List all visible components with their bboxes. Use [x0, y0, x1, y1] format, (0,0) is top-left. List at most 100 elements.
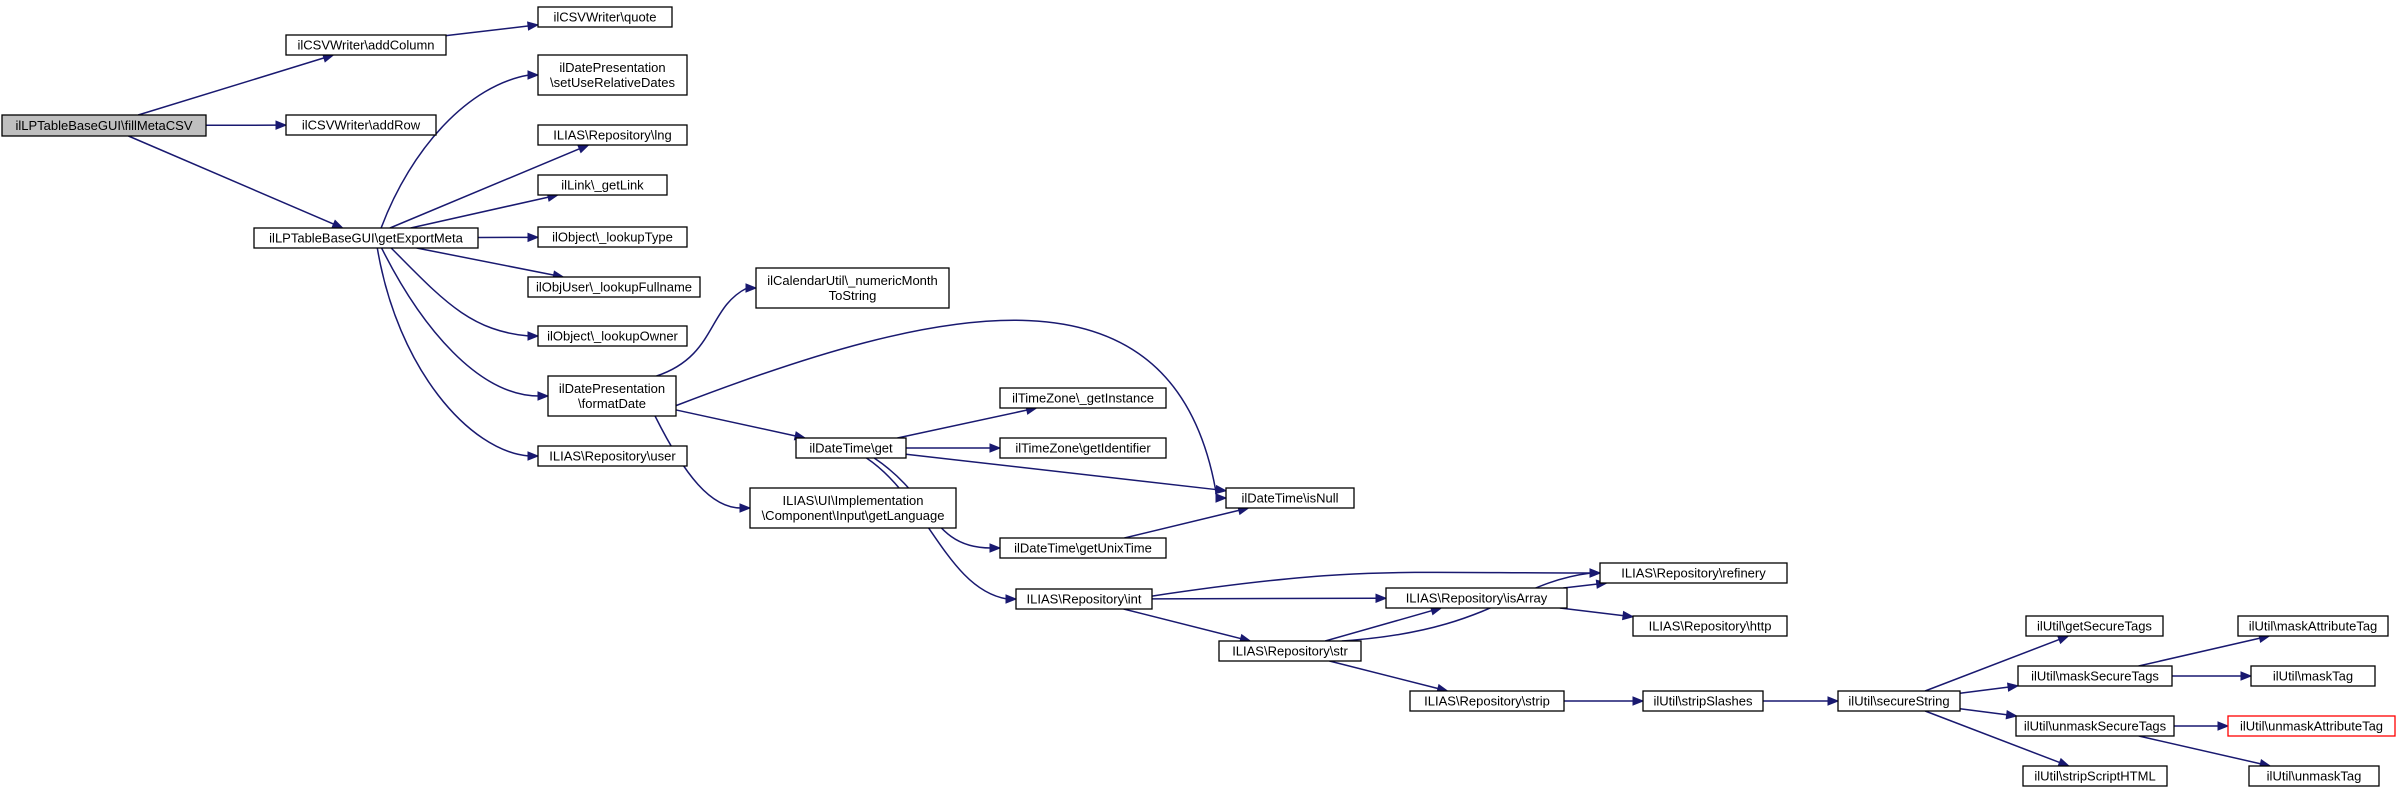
- node-box[interactable]: [1015, 588, 1153, 610]
- node-box[interactable]: [2248, 765, 2380, 787]
- node-tzGetInstance[interactable]: ilTimeZone\_getInstance: [999, 387, 1167, 409]
- node-box[interactable]: [537, 445, 688, 467]
- node-box[interactable]: [2025, 615, 2164, 637]
- node-http[interactable]: ILIAS\Repository\http: [1632, 615, 1788, 637]
- node-refinery[interactable]: ILIAS\Repository\refinery: [1599, 562, 1788, 584]
- node-box[interactable]: [2022, 765, 2168, 787]
- arrowhead-formatDate-to-isNull: [1215, 493, 1228, 503]
- arrowhead-getExportMeta-to-setUseRelativeDates: [527, 70, 540, 80]
- edge-formatDate-to-isNull: [675, 319, 1218, 499]
- node-box[interactable]: [537, 124, 688, 146]
- arrowhead-dtGet-to-getUnixTime: [989, 543, 1002, 553]
- node-stripSlashes[interactable]: ilUtil\stripSlashes: [1642, 690, 1764, 712]
- node-label: ilTimeZone\_getInstance: [1012, 391, 1154, 406]
- node-box[interactable]: [755, 267, 950, 309]
- node-label: ILIAS\Repository\user: [549, 449, 676, 464]
- node-user[interactable]: ILIAS\Repository\user: [537, 445, 688, 467]
- node-label: ILIAS\Repository\str: [1232, 644, 1348, 659]
- node-box[interactable]: [285, 114, 437, 136]
- node-secureString[interactable]: ilUtil\secureString: [1837, 690, 1961, 712]
- node-getSecureTags[interactable]: ilUtil\getSecureTags: [2025, 615, 2164, 637]
- node-formatDate[interactable]: ilDatePresentation\formatDate: [547, 375, 677, 417]
- node-box[interactable]: [537, 325, 688, 347]
- edge-getUnixTime-to-isNull: [1124, 509, 1241, 539]
- node-maskTag[interactable]: ilUtil\maskTag: [2250, 665, 2376, 687]
- node-box[interactable]: [999, 387, 1167, 409]
- edge-repoInt-to-repoStr: [1123, 608, 1242, 640]
- arrowhead-secureString-to-stripScriptHTML: [2057, 757, 2071, 767]
- node-box[interactable]: [285, 34, 447, 56]
- node-box[interactable]: [2237, 615, 2389, 637]
- edge-getExportMeta-to-formatDate: [380, 247, 540, 397]
- arrowhead-isArray-to-http: [1622, 610, 1635, 621]
- node-unmaskAttributeTag[interactable]: ilUtil\unmaskAttributeTag: [2227, 715, 2396, 737]
- node-repoStrip[interactable]: ILIAS\Repository\strip: [1409, 690, 1565, 712]
- node-box[interactable]: [537, 54, 688, 96]
- node-lookupType[interactable]: ilObject\_lookupType: [537, 226, 688, 248]
- node-box[interactable]: [527, 276, 701, 298]
- arrowhead-repoStrip-to-stripSlashes: [1632, 696, 1645, 706]
- node-box[interactable]: [1642, 690, 1764, 712]
- node-unmaskSecureTags[interactable]: ilUtil\unmaskSecureTags: [2015, 715, 2175, 737]
- arrowhead-dtGet-to-isNull: [1215, 484, 1228, 495]
- node-box[interactable]: [795, 437, 907, 459]
- node-label: ilDateTime\getUnixTime: [1014, 541, 1152, 556]
- edge-secureString-to-stripScriptHTML: [1924, 710, 2061, 764]
- node-tzGetIdentifier[interactable]: ilTimeZone\getIdentifier: [999, 437, 1167, 459]
- node-box[interactable]: [2227, 715, 2396, 737]
- node-box[interactable]: [547, 375, 677, 417]
- node-fillMetaCSV[interactable]: ilLPTableBaseGUI\fillMetaCSV: [1, 114, 207, 137]
- node-box[interactable]: [537, 226, 688, 248]
- node-box[interactable]: [1385, 587, 1568, 609]
- edge-getExportMeta-to-getLink: [410, 196, 550, 229]
- node-lng[interactable]: ILIAS\Repository\lng: [537, 124, 688, 146]
- node-repoStr[interactable]: ILIAS\Repository\str: [1218, 640, 1362, 662]
- arrowhead-fillMetaCSV-to-addRow: [275, 120, 288, 130]
- node-box[interactable]: [999, 537, 1167, 559]
- node-box[interactable]: [749, 487, 957, 529]
- node-setUseRelativeDates[interactable]: ilDatePresentation\setUseRelativeDates: [537, 54, 688, 96]
- node-label: ilUtil\stripSlashes: [1654, 694, 1753, 709]
- node-lookupOwner[interactable]: ilObject\_lookupOwner: [537, 325, 688, 347]
- edge-formatDate-to-getLanguage: [654, 415, 742, 509]
- node-label: ILIAS\Repository\isArray: [1406, 591, 1548, 606]
- node-box[interactable]: [1409, 690, 1565, 712]
- node-box[interactable]: [1, 114, 207, 137]
- edge-formatDate-to-numericMonthToString: [656, 287, 748, 377]
- node-getLanguage[interactable]: ILIAS\UI\Implementation\Component\Input\…: [749, 487, 957, 529]
- node-box[interactable]: [537, 174, 668, 196]
- node-box[interactable]: [1599, 562, 1788, 584]
- node-maskSecureTags[interactable]: ilUtil\maskSecureTags: [2017, 665, 2173, 687]
- edge-repoInt-to-isArray: [1151, 597, 1378, 600]
- node-label: ilCSVWriter\addColumn: [297, 38, 434, 53]
- node-dtGet[interactable]: ilDateTime\get: [795, 437, 907, 459]
- node-maskAttributeTag[interactable]: ilUtil\maskAttributeTag: [2237, 615, 2389, 637]
- node-box[interactable]: [999, 437, 1167, 459]
- arrowhead-maskSecureTags-to-maskTag: [2240, 671, 2253, 681]
- node-box[interactable]: [2017, 665, 2173, 687]
- node-box[interactable]: [1632, 615, 1788, 637]
- node-box[interactable]: [253, 227, 479, 249]
- node-label: ilTimeZone\getIdentifier: [1015, 441, 1151, 456]
- node-getLink[interactable]: ilLink\_getLink: [537, 174, 668, 196]
- node-unmaskTag[interactable]: ilUtil\unmaskTag: [2248, 765, 2380, 787]
- node-box[interactable]: [1225, 487, 1355, 509]
- node-box[interactable]: [1218, 640, 1362, 662]
- node-label: ilUtil\unmaskTag: [2267, 769, 2362, 784]
- node-addRow[interactable]: ilCSVWriter\addRow: [285, 114, 437, 136]
- node-lookupFullname[interactable]: ilObjUser\_lookupFullname: [527, 276, 701, 298]
- node-addColumn[interactable]: ilCSVWriter\addColumn: [285, 34, 447, 56]
- node-box[interactable]: [1837, 690, 1961, 712]
- node-box[interactable]: [537, 6, 673, 28]
- node-quote[interactable]: ilCSVWriter\quote: [537, 6, 673, 28]
- node-box[interactable]: [2015, 715, 2175, 737]
- node-getUnixTime[interactable]: ilDateTime\getUnixTime: [999, 537, 1167, 559]
- node-box[interactable]: [2250, 665, 2376, 687]
- node-stripScriptHTML[interactable]: ilUtil\stripScriptHTML: [2022, 765, 2168, 787]
- node-isArray[interactable]: ILIAS\Repository\isArray: [1385, 587, 1568, 609]
- node-repoInt[interactable]: ILIAS\Repository\int: [1015, 588, 1153, 610]
- node-getExportMeta[interactable]: ilLPTableBaseGUI\getExportMeta: [253, 227, 479, 249]
- node-isNull[interactable]: ilDateTime\isNull: [1225, 487, 1355, 509]
